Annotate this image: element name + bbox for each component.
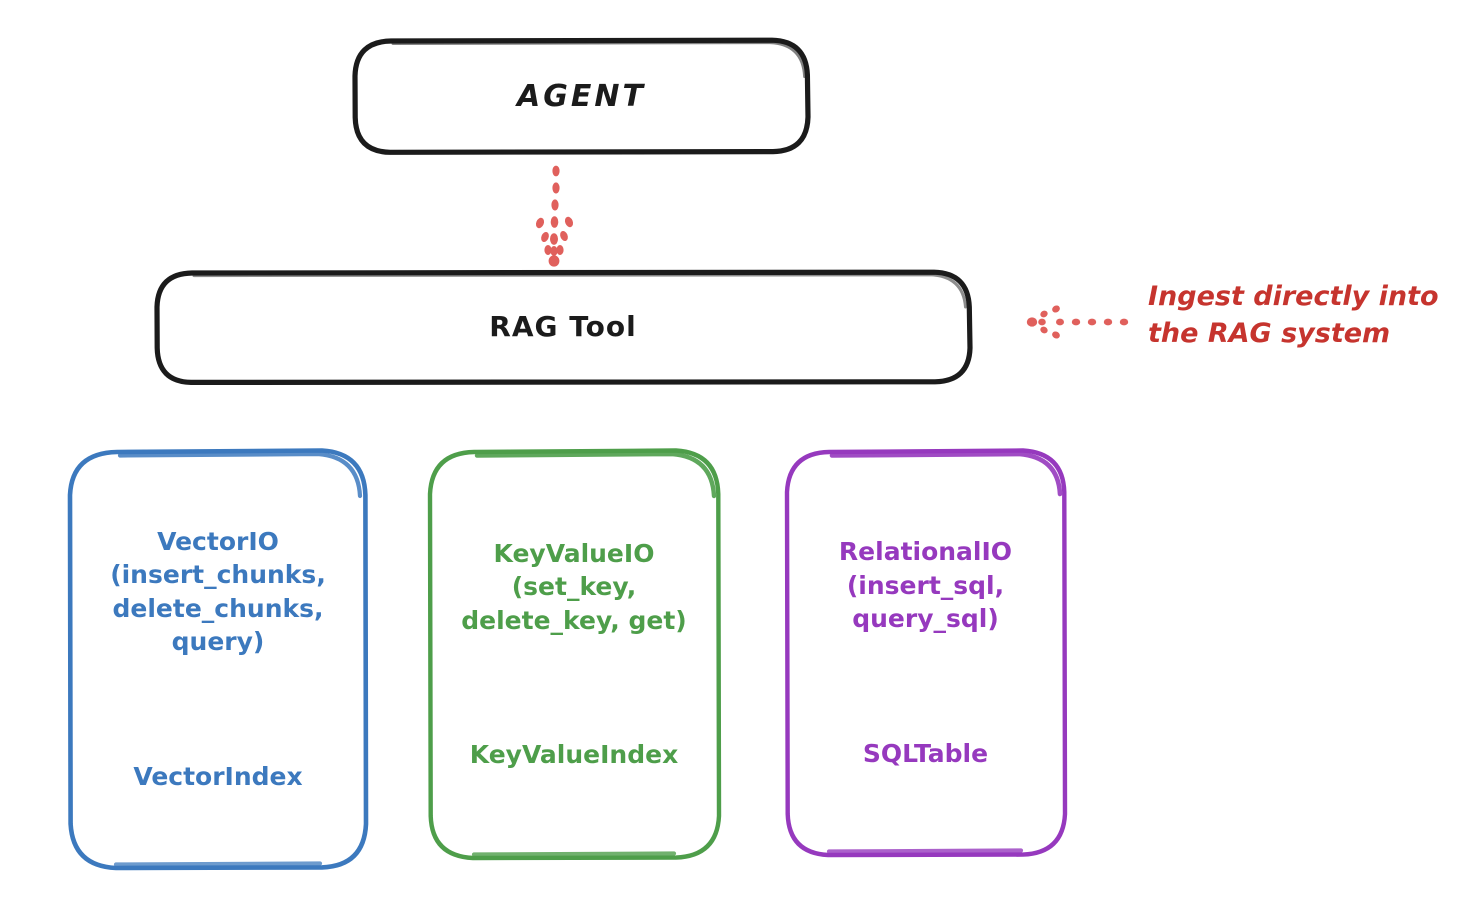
connector-agent-to-rag-tool bbox=[535, 165, 574, 267]
agent-node-shape[interactable] bbox=[352, 37, 811, 155]
key-value-io-node-shape[interactable] bbox=[427, 448, 722, 861]
rag-tool-node-shape[interactable] bbox=[154, 269, 973, 385]
relational-io-node-shape[interactable] bbox=[784, 448, 1068, 858]
vector-io-node-shape[interactable] bbox=[67, 448, 369, 871]
connector-note-to-rag-tool bbox=[1026, 305, 1129, 339]
